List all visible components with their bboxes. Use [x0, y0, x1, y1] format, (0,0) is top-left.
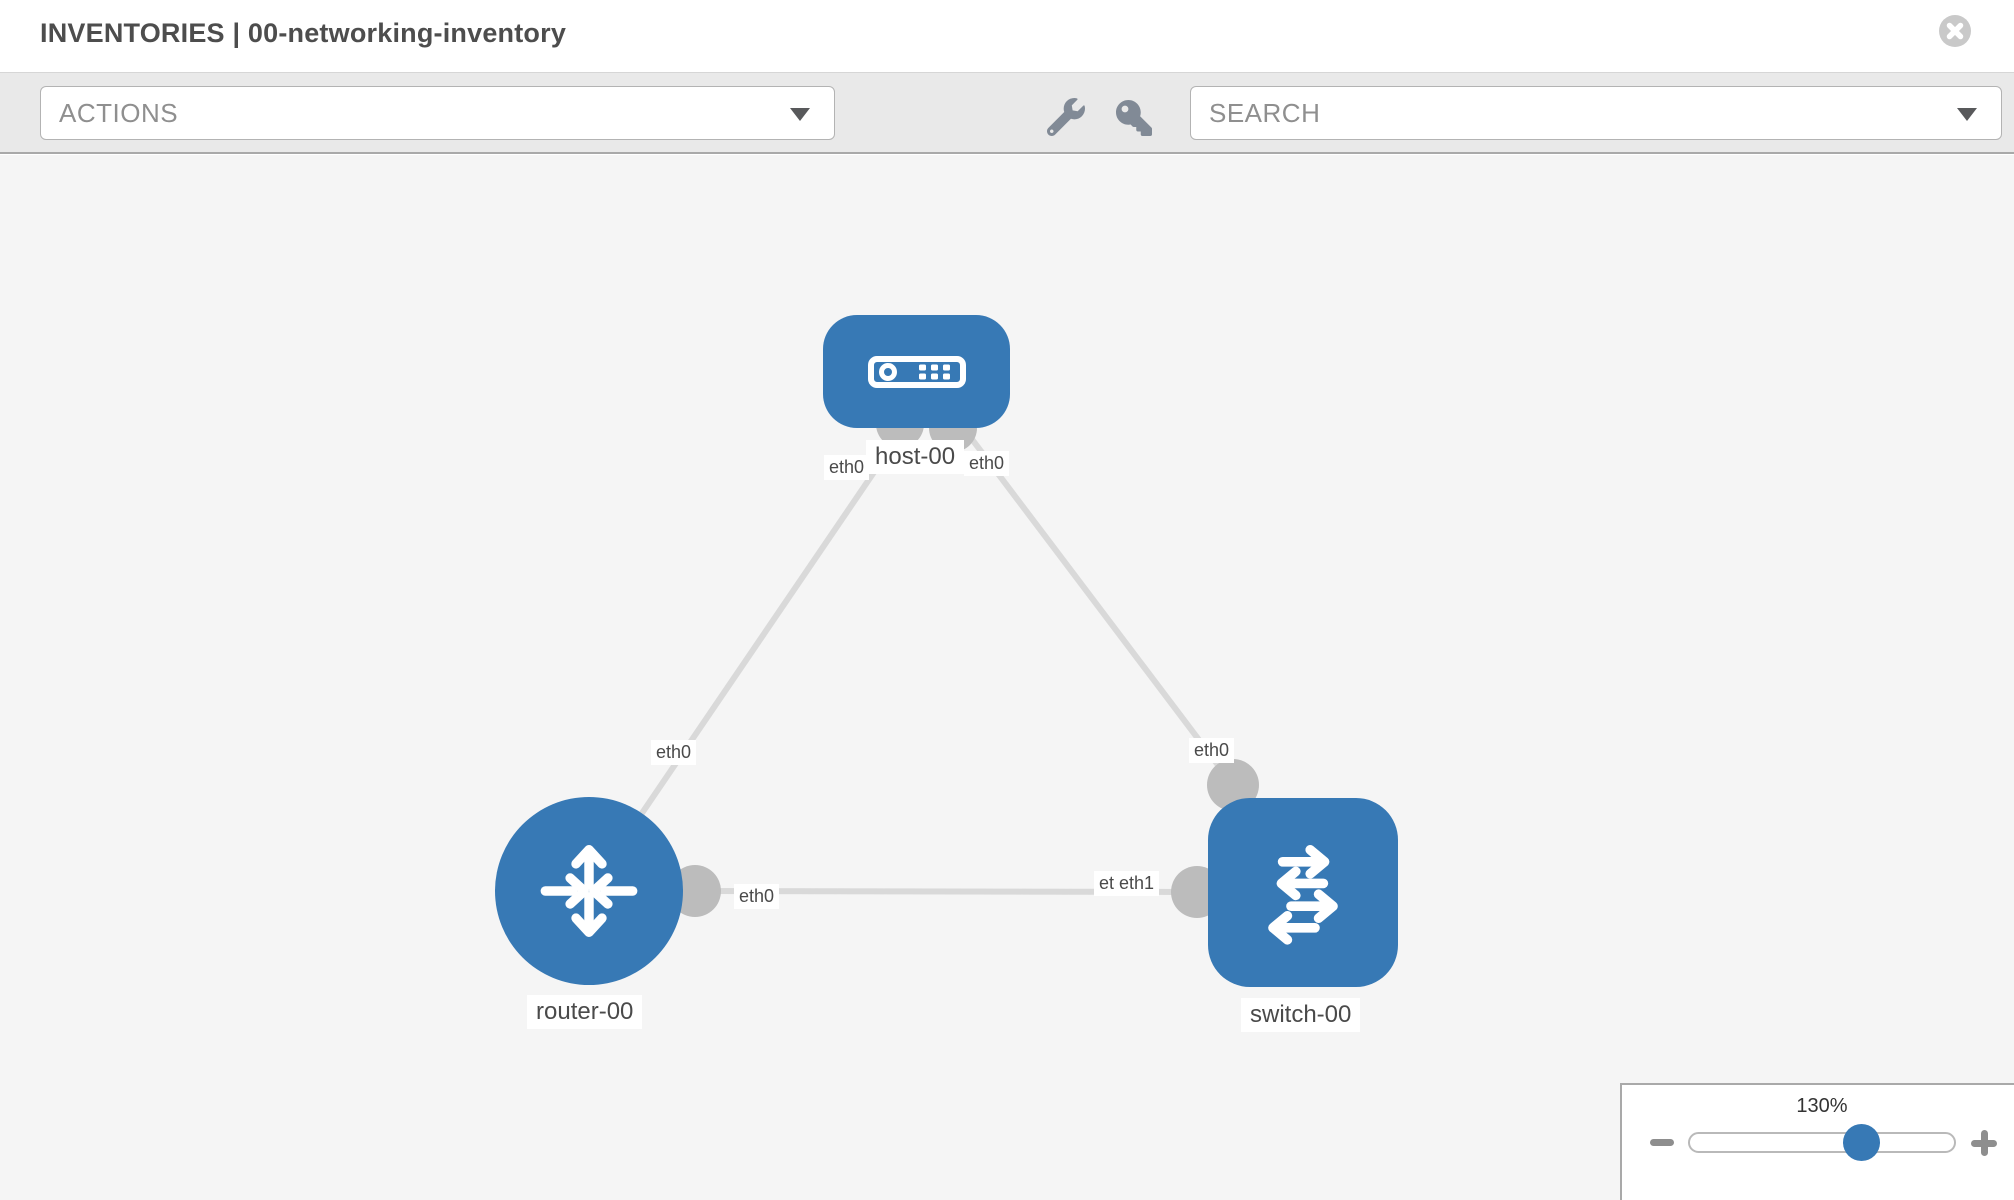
- link-host-switch[interactable]: [962, 428, 1236, 787]
- zoom-level-value: 130%: [1796, 1095, 1848, 1117]
- search-dropdown-label: SEARCH: [1209, 97, 1321, 128]
- node-label-host: host-00: [866, 440, 965, 474]
- credentials-button[interactable]: [1116, 100, 1152, 141]
- zoom-panel: 130%: [1620, 1083, 2014, 1200]
- toolbar: ACTIONS SEARCH: [0, 72, 2014, 154]
- interface-label: eth0: [824, 455, 870, 480]
- host-icon: [867, 355, 966, 388]
- zoom-slider-handle[interactable]: [1843, 1124, 1880, 1161]
- interface-label: eth0: [1189, 738, 1235, 763]
- header: INVENTORIES | 00-networking-inventory: [0, 0, 2014, 72]
- configure-button[interactable]: [1046, 98, 1085, 141]
- key-icon: [1116, 100, 1152, 136]
- chevron-down-icon: [1957, 108, 1977, 121]
- node-host-00[interactable]: [823, 315, 1010, 428]
- topology-graph: [586, 400, 1259, 918]
- node-router-00[interactable]: [495, 797, 683, 985]
- interface-label: eth0: [964, 451, 1010, 476]
- node-label-switch: switch-00: [1241, 998, 1361, 1032]
- router-icon: [540, 844, 638, 938]
- search-dropdown[interactable]: SEARCH: [1190, 86, 2002, 140]
- interface-label: eth0: [651, 740, 697, 765]
- close-icon: [1946, 22, 1964, 40]
- zoom-slider-track[interactable]: [1688, 1132, 1956, 1153]
- chevron-down-icon: [790, 108, 810, 121]
- node-switch-00[interactable]: [1208, 798, 1398, 987]
- page-title: INVENTORIES | 00-networking-inventory: [40, 18, 567, 48]
- zoom-out-button[interactable]: [1650, 1139, 1674, 1146]
- zoom-in-button[interactable]: [1971, 1130, 1997, 1156]
- interface-label: eth1: [1114, 871, 1160, 896]
- switch-icon: [1268, 844, 1338, 945]
- topology-canvas[interactable]: [0, 155, 2014, 1200]
- actions-dropdown[interactable]: ACTIONS: [40, 86, 835, 140]
- wrench-icon: [1046, 98, 1085, 137]
- close-button[interactable]: [1939, 15, 1971, 47]
- interface-label: eth0: [734, 884, 780, 909]
- actions-dropdown-label: ACTIONS: [59, 97, 179, 128]
- interface-label-overlapping: eth0 eth1: [1094, 871, 1160, 896]
- node-label-router: router-00: [527, 995, 643, 1029]
